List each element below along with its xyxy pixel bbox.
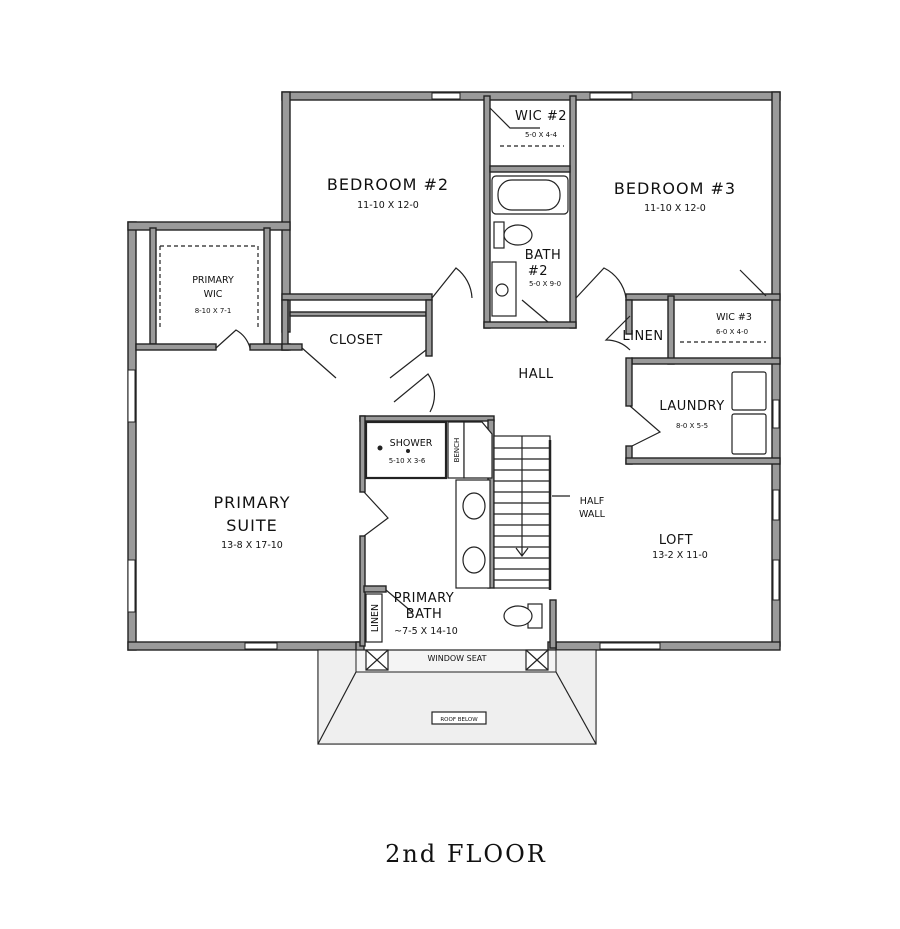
primary-wic-name-line2: WIC	[204, 289, 223, 300]
loft-dims: 13-2 X 11-0	[652, 550, 708, 561]
bedroom2-name: BEDROOM #2	[327, 175, 449, 194]
hall-name: HALL	[518, 367, 553, 382]
bench-label: BENCH	[453, 438, 461, 463]
stairs	[493, 435, 570, 590]
primary-suite-name-line1: PRIMARY	[213, 493, 290, 512]
bedroom2-dims: 11-10 X 12-0	[357, 200, 419, 211]
half-wall-line2: WALL	[579, 509, 606, 520]
bedroom3-name: BEDROOM #3	[614, 179, 736, 198]
primary-bath-dims: ~7-5 X 14-10	[394, 626, 458, 637]
roof-below-label: ROOF BELOW	[440, 717, 478, 723]
bath2-dims: 5-0 X 9-0	[529, 280, 561, 288]
wic3-dims: 6-0 X 4-0	[716, 328, 748, 336]
primary-suite-dims: 13-8 X 17-10	[221, 540, 283, 551]
wic3-name: WIC #3	[716, 312, 752, 323]
closet-name: CLOSET	[329, 333, 383, 348]
bath2-name-line2: #2	[528, 264, 548, 279]
linen-lower-name: LINEN	[370, 604, 381, 632]
doors	[215, 107, 767, 613]
roof-below	[317, 649, 597, 745]
wic2-dims: 5-0 X 4-4	[525, 131, 558, 139]
windows	[127, 92, 780, 650]
floor-title: 2nd FLOOR	[385, 840, 547, 868]
loft-name: LOFT	[659, 533, 693, 548]
primary-wic-dims: 8-10 X 7-1	[195, 307, 232, 315]
shower-name: SHOWER	[390, 438, 433, 449]
room-labels: BEDROOM #2 11-10 X 12-0 BEDROOM #3 11-10…	[192, 109, 752, 723]
window-seat-label: WINDOW SEAT	[427, 654, 486, 663]
primary-bath-name-line2: BATH	[406, 607, 443, 622]
linen-upper-name: LINEN	[622, 329, 663, 344]
wic2-name: WIC #2	[515, 109, 567, 124]
laundry-name: LAUNDRY	[659, 399, 724, 414]
bath2-name-line1: BATH	[525, 248, 562, 263]
half-wall-line1: HALF	[580, 496, 604, 507]
laundry-dims: 8-0 X 5-5	[676, 422, 708, 430]
primary-bath-name-line1: PRIMARY	[394, 591, 454, 606]
bedroom3-dims: 11-10 X 12-0	[644, 203, 706, 214]
shower-dims: 5-10 X 3-6	[389, 457, 426, 465]
primary-wic-name-line1: PRIMARY	[192, 275, 234, 286]
primary-suite-name-line2: SUITE	[226, 516, 277, 535]
interior-walls	[135, 95, 781, 649]
fixtures	[159, 145, 767, 629]
